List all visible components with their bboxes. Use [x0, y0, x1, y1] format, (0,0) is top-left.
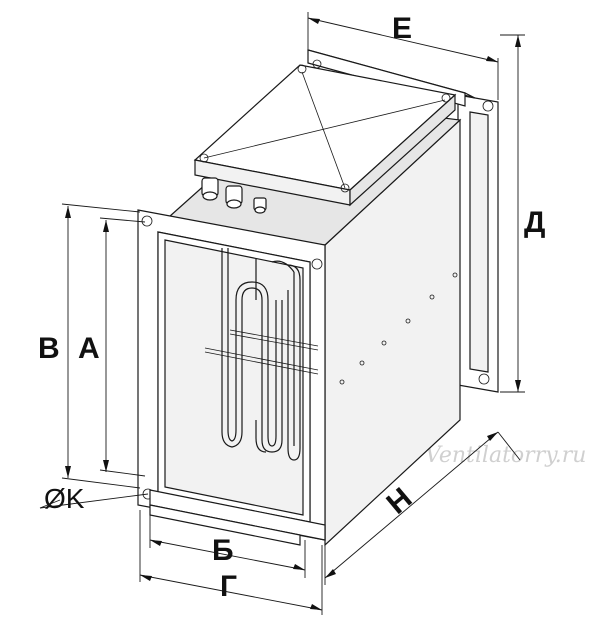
label-v: В — [38, 332, 60, 365]
front-flange — [137, 209, 326, 541]
label-e: Е — [392, 12, 412, 45]
dimension-e — [307, 12, 499, 100]
dimension-a — [99, 217, 146, 477]
dimension-v — [61, 203, 141, 489]
dimension-b — [149, 510, 306, 578]
watermark: Ventilatorry.ru — [425, 443, 586, 468]
dimension-g — [139, 510, 323, 615]
dimension-h — [324, 431, 521, 585]
side-screws — [339, 272, 458, 385]
terminal-box — [193, 64, 457, 207]
dimension-d — [500, 34, 525, 393]
heating-elements — [204, 248, 319, 461]
cable-glands — [201, 177, 267, 214]
back-flange — [457, 94, 499, 393]
label-g: Г — [220, 570, 237, 603]
dimension-k — [39, 493, 149, 509]
label-a: А — [78, 332, 100, 365]
label-d: Д — [524, 206, 545, 239]
bottom-rails — [149, 489, 326, 546]
label-k: ØK — [44, 483, 85, 514]
label-b: Б — [212, 534, 234, 567]
